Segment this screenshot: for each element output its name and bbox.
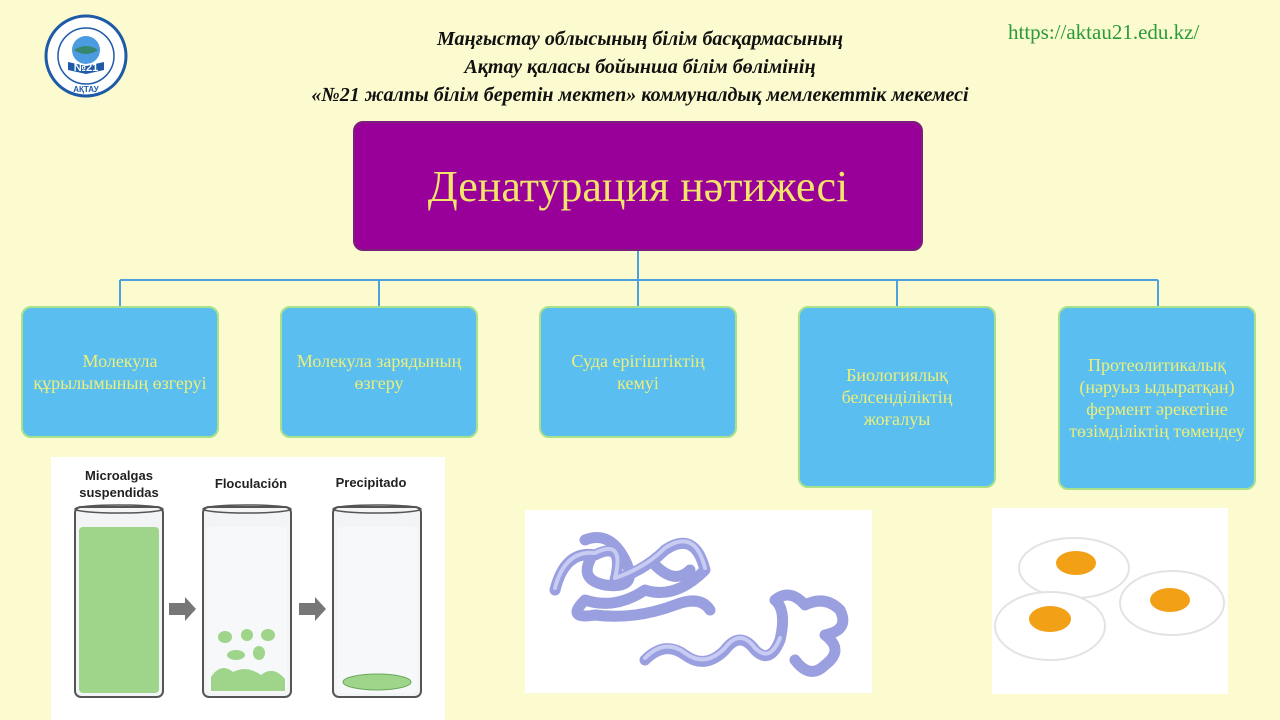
title-box: Денатурация нәтижесі xyxy=(353,121,923,251)
result-card-label: Молекула зарядының өзгеру xyxy=(296,351,462,393)
figure-label-flocculation: Floculación xyxy=(214,476,288,491)
logo-city: АҚТАУ xyxy=(73,85,99,94)
header-line-2: Ақтау қаласы бойынша білім бөлімінің xyxy=(464,56,816,78)
result-card-label: Биологиялық белсенділіктің жоғалуы xyxy=(841,365,953,429)
figure-label-line: suspendidas xyxy=(79,485,159,500)
result-card-label: Протеолитикалық (нәруыз ыдыратқан) ферме… xyxy=(1069,355,1245,441)
result-card-label: Молекула құрылымының өзгеруі xyxy=(33,351,207,393)
result-card-bioactivity: Биологиялық белсенділіктің жоғалуы xyxy=(798,306,996,488)
result-card-proteolysis: Протеолитикалық (нәруыз ыдыратқан) ферме… xyxy=(1058,306,1256,490)
beakers-illustration xyxy=(74,504,422,698)
flocculation-figure: Microalgas suspendidas Floculación Preci… xyxy=(51,457,445,720)
fried-eggs-photo xyxy=(992,508,1228,694)
result-card-charge: Молекула зарядының өзгеру xyxy=(280,306,478,438)
school-logo xyxy=(44,14,128,98)
protein-unfolding-figure xyxy=(525,510,872,693)
result-card-solubility: Суда ерігіштіктің кемуі xyxy=(539,306,737,438)
logo-number: №21 xyxy=(73,62,99,74)
header-line-1: Маңғыстау облысының білім басқармасының xyxy=(437,28,843,50)
figure-label-line: Microalgas xyxy=(85,468,153,483)
result-card-label: Суда ерігіштіктің кемуі xyxy=(571,351,705,393)
figure-label-precipitate: Precipitado xyxy=(335,475,407,490)
header-line-3: «№21 жалпы білім беретін мектеп» коммуна… xyxy=(311,84,969,106)
school-url-link[interactable]: https://aktau21.edu.kz/ xyxy=(1008,20,1200,44)
page-title: Денатурация нәтижесі xyxy=(427,161,849,211)
result-card-structure: Молекула құрылымының өзгеруі xyxy=(21,306,219,438)
figure-label-suspended: Microalgas suspendidas xyxy=(59,467,179,501)
